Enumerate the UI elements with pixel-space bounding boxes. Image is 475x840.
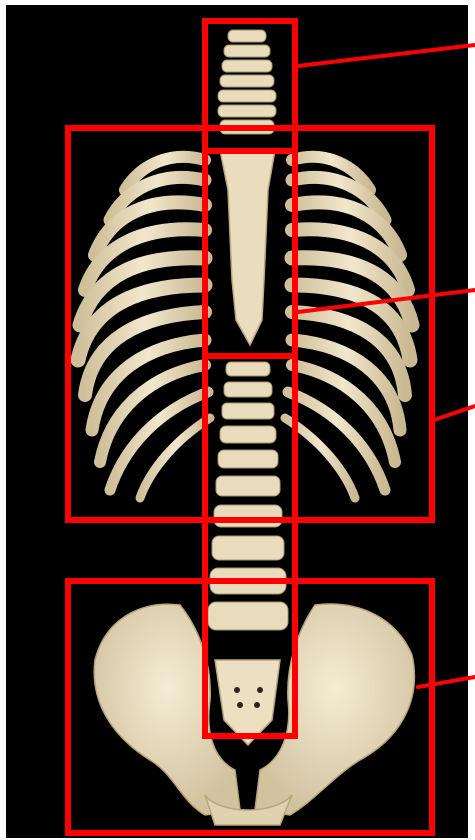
figure-stage (0, 0, 475, 840)
skeleton-diagram (0, 0, 475, 840)
